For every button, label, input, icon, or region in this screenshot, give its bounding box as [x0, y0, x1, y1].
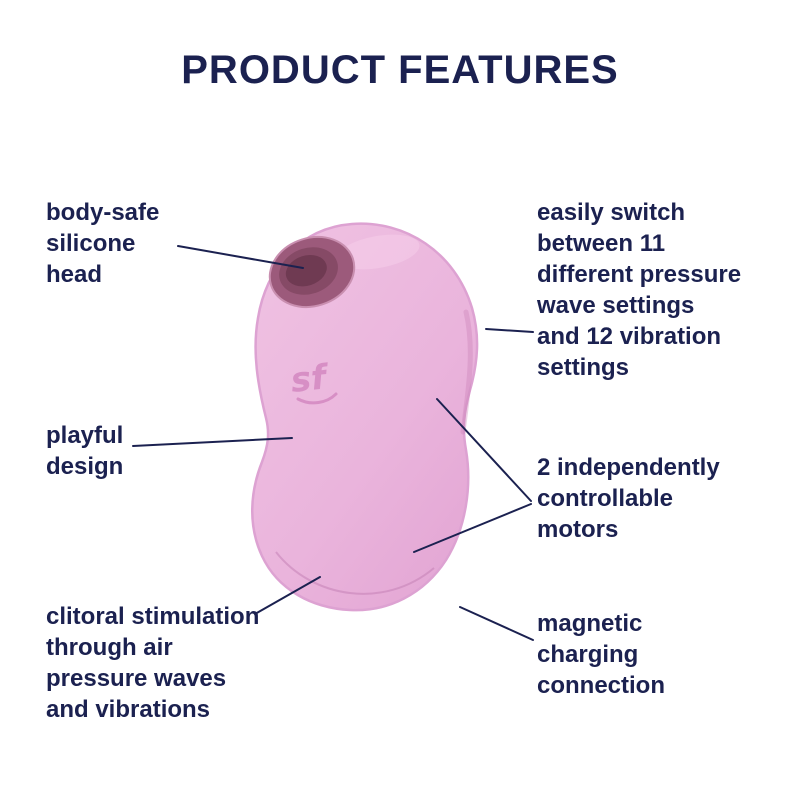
leader-line-magnetic-charging: [459, 606, 534, 641]
feature-pressure-settings: easily switch between 11 different press…: [537, 199, 742, 381]
feature-silicone-head: body-safe silicone head: [46, 199, 160, 288]
leader-line-pressure-settings: [485, 328, 534, 333]
leader-line-clitoral-stimulation: [254, 576, 321, 615]
body-shading: [460, 309, 473, 435]
product-body: [251, 222, 479, 612]
leader-line-motors-lower: [413, 503, 532, 553]
suction-opening: [268, 236, 356, 308]
feature-playful-design: playful design: [46, 422, 124, 480]
feature-clitoral-stimulation: clitoral stimulation through air pressur…: [46, 603, 260, 723]
bottom-seam: [275, 551, 435, 595]
feature-magnetic-charging: magnetic charging connection: [537, 610, 666, 699]
leader-lines: [132, 245, 534, 641]
logo-swoosh: [296, 392, 338, 405]
leader-line-silicone-head: [177, 245, 304, 269]
page-title: PRODUCT FEATURES: [181, 48, 619, 92]
body-highlight: [336, 234, 420, 270]
leader-line-playful-design: [132, 437, 293, 447]
feature-motors: 2 independently controllable motors: [537, 454, 720, 543]
leader-line-motors-upper: [436, 398, 532, 502]
